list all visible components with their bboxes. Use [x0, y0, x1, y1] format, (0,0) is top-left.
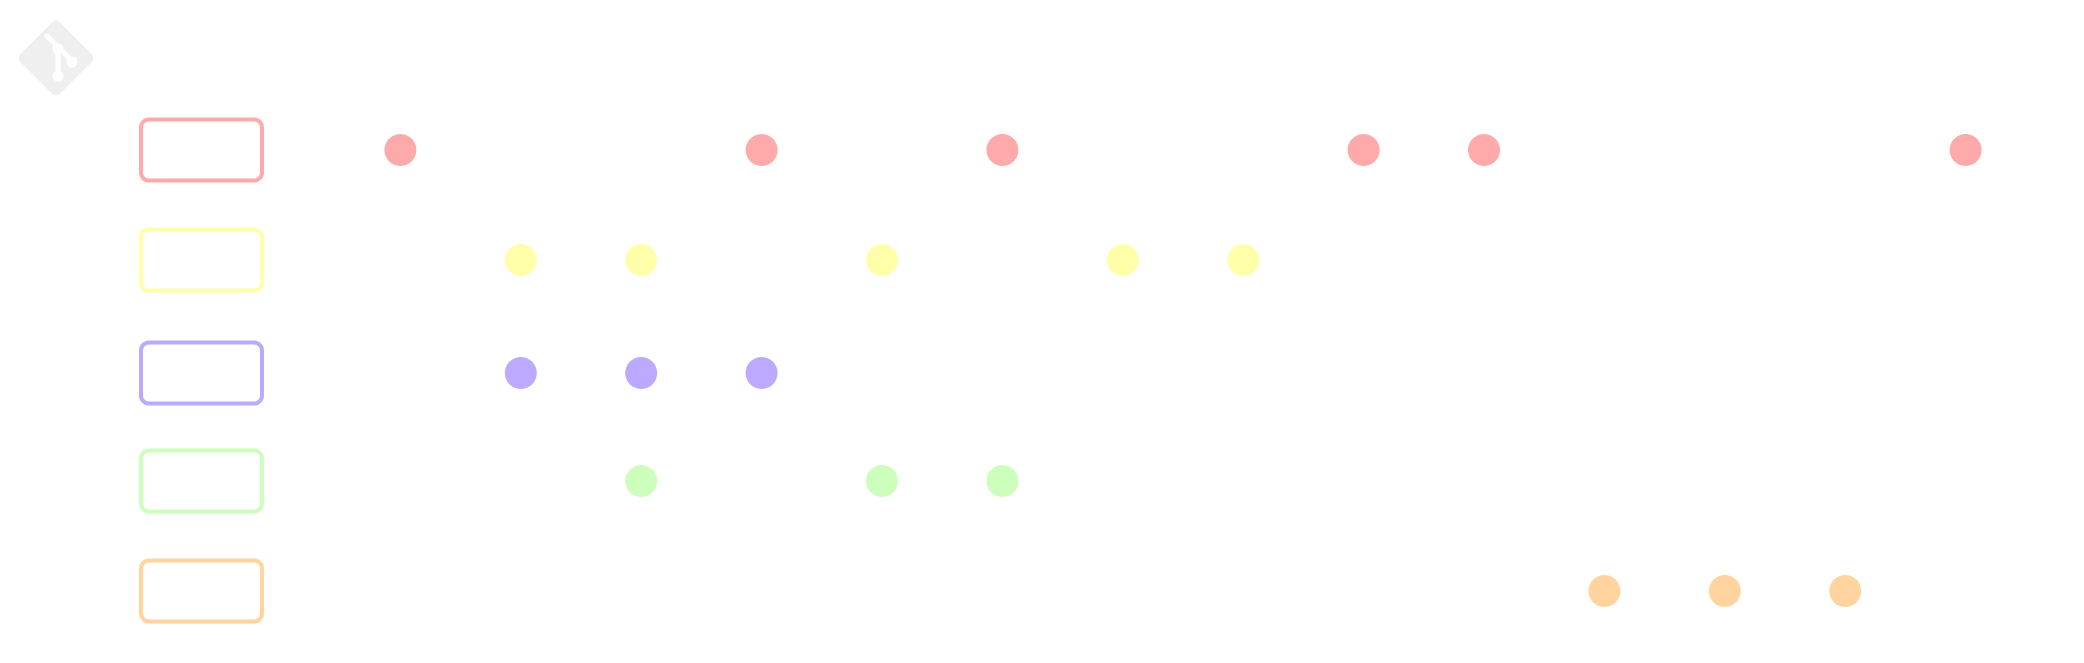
branch-label-box-yellow[interactable]: [139, 227, 264, 293]
commit-dot-yellow-3[interactable]: [866, 244, 898, 276]
commit-dot-green-3[interactable]: [986, 465, 1019, 497]
git-logo-icon: [18, 20, 94, 96]
commit-dot-red-5[interactable]: [1468, 134, 1500, 166]
commit-dot-green-2[interactable]: [866, 465, 898, 497]
commit-dot-red-4[interactable]: [1347, 134, 1380, 166]
branch-label-box-red[interactable]: [139, 117, 264, 183]
commit-dot-purple-2[interactable]: [625, 357, 658, 389]
commit-dot-yellow-5[interactable]: [1227, 244, 1260, 276]
commit-dot-orange-2[interactable]: [1708, 575, 1741, 607]
commit-dot-yellow-2[interactable]: [625, 244, 658, 276]
branch-label-box-orange[interactable]: [139, 558, 264, 624]
commit-dot-green-1[interactable]: [625, 465, 658, 497]
commit-dot-red-2[interactable]: [745, 134, 778, 166]
commit-dot-yellow-4[interactable]: [1106, 244, 1139, 276]
commit-dot-purple-1[interactable]: [504, 357, 537, 389]
commit-dot-orange-1[interactable]: [1588, 575, 1621, 607]
commit-dot-red-6[interactable]: [1949, 134, 1982, 166]
commit-dot-orange-3[interactable]: [1829, 575, 1862, 607]
commit-dot-yellow-1[interactable]: [504, 244, 537, 276]
commit-dot-red-1[interactable]: [384, 134, 417, 166]
branch-label-box-green[interactable]: [139, 448, 264, 514]
commit-dot-red-3[interactable]: [986, 134, 1019, 166]
commit-dot-purple-3[interactable]: [745, 357, 778, 389]
branch-label-box-purple[interactable]: [139, 340, 264, 406]
